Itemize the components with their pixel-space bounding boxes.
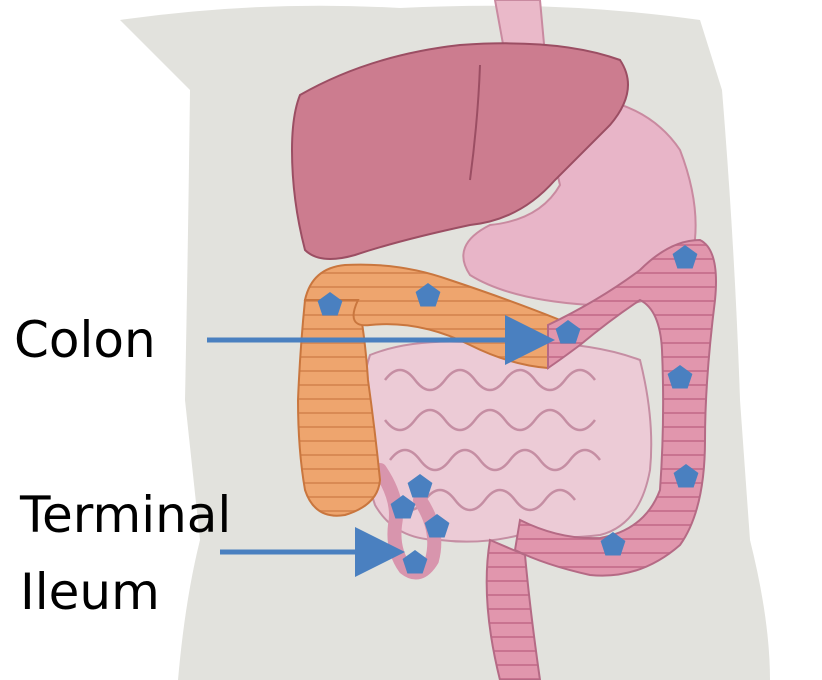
terminal-ileum-label-line1: Terminal: [20, 486, 231, 544]
terminal-ileum-label-line2: Ileum: [20, 563, 160, 621]
colon-label: Colon: [14, 311, 156, 369]
